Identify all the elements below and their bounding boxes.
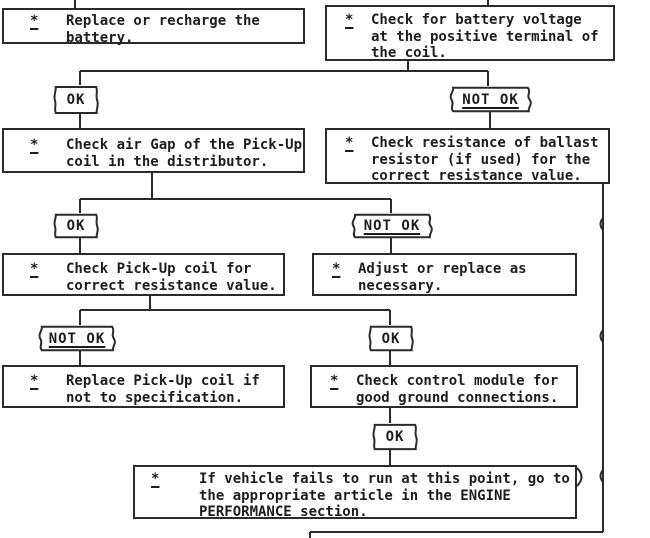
node-text: Check control module for good ground con… [356, 373, 559, 406]
label-not-ok-1[interactable]: NOT OK [448, 86, 533, 113]
ribbon-shape [448, 86, 533, 113]
label-text: NOT OK [363, 218, 421, 234]
node-check-pickup-coil: * Check Pick-Up coil for correct resista… [2, 253, 285, 296]
node-adjust-or-replace: * Adjust or replace as necessary. [312, 253, 577, 296]
ribbon-shape [372, 423, 418, 451]
label-not-ok-2[interactable]: NOT OK [350, 213, 434, 239]
asterisk-link[interactable]: * [30, 373, 39, 389]
node-text: If vehicle fails to run at this point, g… [199, 471, 570, 520]
asterisk-link[interactable]: * [30, 137, 39, 153]
label-text: OK [381, 330, 401, 347]
ribbon-shape [350, 213, 434, 239]
asterisk-link[interactable]: * [332, 261, 341, 277]
node-text: Check resistance of ballast resistor (if… [371, 135, 599, 184]
label-ok-4: OK [372, 423, 418, 451]
node-text: Adjust or replace as necessary. [358, 261, 527, 294]
label-text: OK [385, 429, 405, 445]
label-ok-1: OK [53, 85, 99, 115]
node-engine-performance: * If vehicle fails to run at this point,… [133, 465, 577, 520]
node-check-control-module: * Check control module for good ground c… [310, 365, 578, 408]
ribbon-shape [53, 85, 99, 115]
asterisk-link[interactable]: * [345, 135, 354, 151]
label-ok-3: OK [368, 325, 414, 352]
node-check-ballast-resistor: * Check resistance of ballast resistor (… [325, 128, 610, 184]
asterisk-link[interactable]: * [330, 373, 339, 389]
node-check-battery-voltage: * Check for battery voltage at the posit… [325, 5, 615, 61]
ribbon-shape [37, 325, 117, 352]
asterisk-link[interactable]: * [30, 13, 39, 29]
label-text: OK [66, 218, 86, 234]
asterisk-link[interactable]: * [151, 471, 160, 487]
node-text: Check air Gap of the Pick-Up coil in the… [66, 137, 303, 170]
node-check-air-gap: * Check air Gap of the Pick-Up coil in t… [2, 128, 305, 173]
ribbon-shape [53, 213, 99, 239]
label-text: NOT OK [462, 91, 519, 108]
node-text: Check for battery voltage at the positiv… [371, 12, 599, 61]
label-text: OK [66, 92, 86, 108]
label-text: NOT OK [48, 330, 106, 347]
node-text: Check Pick-Up coil for correct resistanc… [66, 261, 277, 294]
label-not-ok-3[interactable]: NOT OK [37, 325, 117, 352]
node-text: Replace Pick-Up coil if not to specifica… [66, 373, 260, 406]
ribbon-shape [368, 325, 414, 352]
asterisk-link[interactable]: * [30, 261, 39, 277]
label-ok-2: OK [53, 213, 99, 239]
node-replace-pickup-coil: * Replace Pick-Up coil if not to specifi… [2, 365, 285, 408]
node-replace-battery: * Replace or recharge the battery. [2, 8, 305, 46]
node-text: Replace or recharge the battery. [66, 13, 260, 46]
asterisk-link[interactable]: * [345, 12, 354, 28]
